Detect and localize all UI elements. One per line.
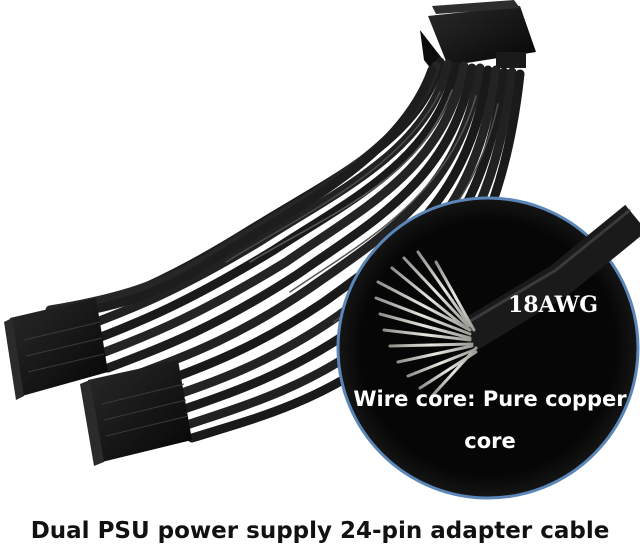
left-connectors — [4, 298, 192, 466]
gauge-label: 18AWG — [508, 292, 599, 318]
top-connector — [420, 0, 536, 96]
wire-core-inset — [336, 196, 640, 500]
product-caption: Dual PSU power supply 24-pin adapter cab… — [30, 518, 610, 544]
core-material-label: Wire core: Pure copper core — [353, 387, 627, 453]
